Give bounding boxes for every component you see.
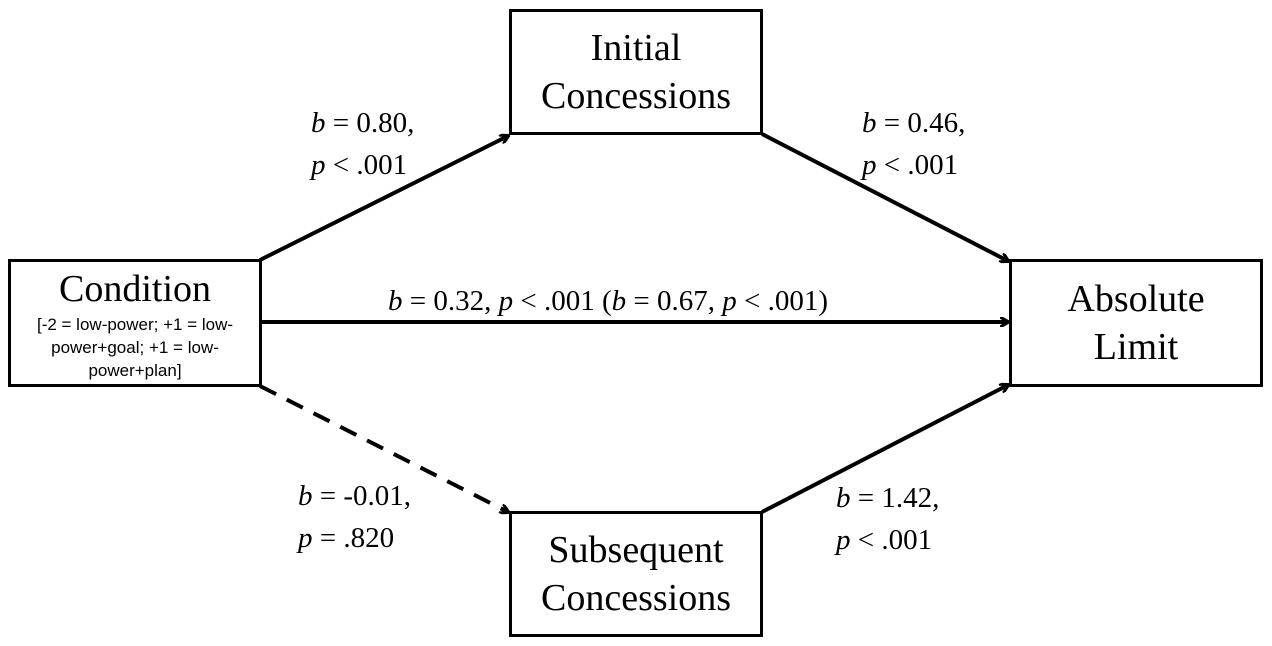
label-condition-to-subsequent: b = -0.01, p = .820 — [298, 480, 412, 554]
subsequent-concessions-box: Subsequent Concessions — [509, 511, 763, 637]
condition-box: Condition [-2 = low-power; +1 = low- pow… — [8, 259, 262, 387]
arrow-condition-to-subsequent — [259, 384, 508, 512]
arrow-subsequent-to-absolute — [761, 385, 1008, 514]
arrow-condition-to-initial — [259, 136, 508, 262]
label-condition-to-initial: b = 0.80, p < .001 — [311, 107, 415, 181]
initial-concessions-box: Initial Concessions — [509, 9, 763, 135]
absolute-limit-box: Absolute Limit — [1009, 259, 1263, 387]
label-condition-to-absolute: b = 0.32, p < .001 (b = 0.67, p < .001) — [388, 285, 828, 317]
condition-title: Condition — [58, 267, 212, 310]
condition-subtitle: [-2 = low-power; +1 = low- power+goal; +… — [36, 314, 234, 380]
label-subsequent-to-absolute: b = 1.42, p < .001 — [836, 482, 940, 556]
arrow-initial-to-absolute — [761, 132, 1008, 261]
label-initial-to-absolute: b = 0.46, p < .001 — [862, 107, 966, 181]
